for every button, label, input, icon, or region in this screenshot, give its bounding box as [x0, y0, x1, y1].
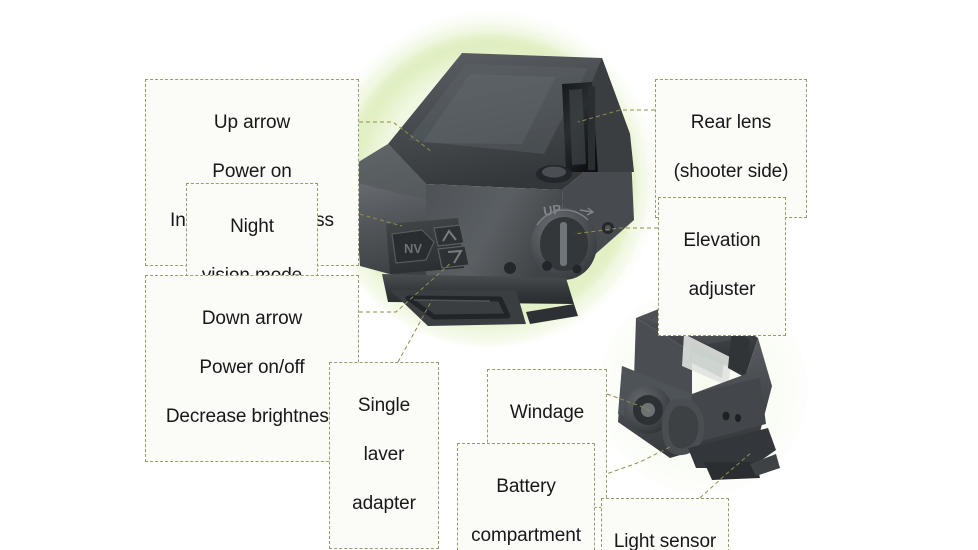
glow-ring-outer: [318, 8, 662, 352]
turret-screw-lower-left: [542, 261, 552, 271]
callout-battery-line-2: compartment: [471, 524, 581, 546]
optics-module: [536, 165, 572, 183]
windage-turret-inner: [633, 395, 663, 425]
elevation-turret-inner: [540, 217, 588, 271]
leader-elevation: [573, 227, 658, 235]
small-body-right-face: [690, 378, 766, 444]
sight-body-front: [426, 184, 566, 284]
small-window-opening: [682, 334, 732, 386]
sight-body-left: [354, 182, 426, 284]
control-button-pad: [386, 218, 464, 274]
callout-down-arrow: Down arrow Power on/off Decrease brightn…: [145, 275, 359, 463]
body-screw-right-inner: [605, 225, 611, 231]
small-mount-lever: [750, 454, 780, 476]
sight-body-right: [562, 134, 634, 280]
adapter-tail: [526, 304, 578, 324]
glow-ring-middle: [344, 34, 636, 326]
body-screw-right: [602, 222, 614, 234]
body-screw-front: [504, 262, 516, 274]
adapter-highlight: [413, 299, 491, 302]
hood-glare: [408, 64, 588, 154]
up-arrow-icon: [442, 229, 457, 242]
hood-glare-2: [422, 74, 556, 144]
small-window-glass: [690, 342, 724, 378]
turret-index-arc: [536, 209, 589, 226]
mount-base: [382, 274, 574, 304]
leader-light-sensor: [699, 451, 753, 499]
night-vision-button[interactable]: [391, 229, 435, 264]
leader-rear-lens: [577, 109, 655, 123]
callout-light-sensor-line-1: Light sensor: [613, 531, 717, 550]
glow-ring-inner: [326, 24, 648, 346]
rear-lens-reflection: [569, 89, 586, 165]
callout-rear-lens-line-1: Rear lens: [690, 112, 772, 134]
rear-lens-window: [562, 82, 598, 172]
hood-right-post: [592, 58, 634, 172]
callout-down-arrow-line-1: Down arrow: [201, 308, 303, 330]
optics-highlight: [542, 166, 566, 178]
up-arrow-button[interactable]: [433, 224, 465, 247]
small-mount-rail: [688, 428, 776, 468]
battery-cover-inner: [668, 405, 699, 449]
sight-left-wall-shade: [352, 144, 426, 200]
battery-compartment-cover[interactable]: [662, 398, 705, 456]
callout-rear-lens: Rear lens (shooter side): [655, 79, 807, 218]
callout-up-arrow-line-1: Up arrow: [213, 112, 291, 134]
main-sight-illustration: NV UP: [352, 53, 634, 326]
leader-adapter: [397, 299, 433, 363]
callout-single-layer-adapter: Single laver adapter: [329, 362, 439, 550]
down-arrow-button[interactable]: [437, 245, 470, 269]
single-layer-adapter[interactable]: [390, 290, 526, 326]
night-vision-button-label: NV: [404, 241, 422, 256]
callout-battery-line-1: Battery: [496, 476, 556, 498]
elevation-up-marking: UP: [542, 201, 563, 219]
small-mount-clamp: [704, 462, 760, 480]
callout-adapter-line-3: adapter: [352, 492, 416, 514]
callout-battery-compartment-cover: Battery compartment cover: [457, 443, 595, 550]
light-sensor-port-b: [735, 414, 741, 422]
callout-elevation-line-1: Elevation: [683, 230, 761, 252]
windage-turret-cap: [641, 403, 655, 417]
callout-adapter-line-2: laver: [363, 443, 405, 465]
elevation-up-arrow-icon: [579, 207, 595, 216]
sight-left-wall: [352, 144, 426, 274]
callout-light-sensor: Light sensor: [601, 498, 729, 550]
green-glow-backdrop: [318, 8, 662, 352]
glow-core: [378, 68, 602, 292]
lens-frame-bar: [588, 86, 595, 170]
light-sensor-port-a: [722, 411, 730, 421]
callout-elevation-line-2: adjuster: [688, 278, 756, 300]
down-arrow-icon: [447, 249, 463, 264]
callout-down-arrow-line-2: Power on/off: [199, 356, 305, 378]
leader-windage: [606, 393, 653, 413]
small-body: [618, 338, 772, 458]
callout-up-arrow-line-2: Power on: [212, 160, 292, 182]
windage-adjuster-turret[interactable]: [624, 386, 672, 434]
leader-up-arrow: [359, 121, 433, 153]
light-sensor[interactable]: [739, 436, 761, 456]
leader-down-arrow: [359, 261, 453, 313]
small-body-left-face: [618, 366, 692, 440]
callout-rear-lens-line-2: (shooter side): [673, 160, 789, 182]
callout-elevation-adjuster: Elevation adjuster: [658, 197, 786, 336]
callout-adapter-line-1: Single: [357, 395, 411, 417]
callout-night-vision-line-1: Night: [230, 216, 274, 238]
sight-hood-top: [388, 53, 630, 190]
callout-down-arrow-line-3: Decrease brightness: [165, 405, 339, 427]
callout-windage-line-1: Windage: [509, 402, 585, 424]
adapter-lever-loop: [405, 295, 511, 320]
elevation-adjuster-turret[interactable]: [531, 208, 597, 280]
turret-screw-lower-right: [572, 264, 582, 274]
light-sensor-lens: [745, 440, 755, 450]
elevation-turret-slot: [560, 222, 567, 266]
